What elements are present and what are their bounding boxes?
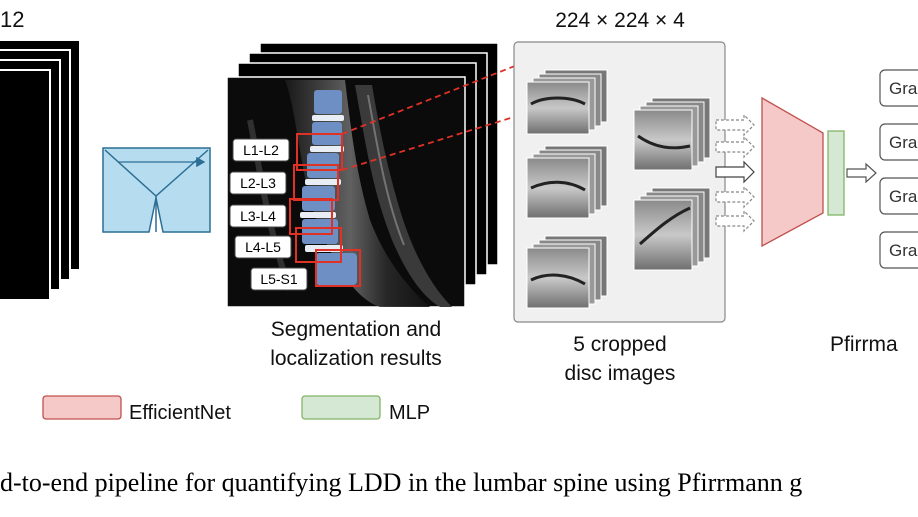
cropped-disc-stack-2: [526, 145, 608, 219]
cropped-caption-line2: disc images: [565, 362, 676, 385]
input-arrows: [715, 113, 755, 233]
mlp-block: [827, 130, 845, 216]
legend-efficientnet-label: EfficientNet: [129, 402, 231, 424]
grade-box: [879, 69, 918, 107]
level-label-l2-l3: L2-L3: [240, 175, 276, 191]
vertebra-mask: [314, 90, 342, 114]
grade-label: Gra: [889, 79, 918, 98]
disc-mask: [305, 179, 341, 185]
input-dims-fragment: 12: [0, 7, 24, 32]
level-label-box: [229, 171, 287, 195]
grade-label: Gra: [889, 133, 918, 152]
disc-mask: [310, 146, 344, 152]
segmentation-network-block: [102, 147, 211, 233]
grade-box: [879, 177, 918, 215]
crop-dims-label: 224 × 224 × 4: [555, 9, 685, 32]
mlp-to-grades-arrow: [846, 162, 877, 184]
level-label-l1-l2: L1-L2: [243, 142, 279, 158]
level-label-l5-s1: L5-S1: [260, 271, 298, 287]
cropped-disc-stack-1: [526, 69, 608, 135]
input-image-stack: [0, 39, 81, 301]
disc-mask: [300, 212, 336, 218]
grade-label: Gra: [889, 241, 918, 260]
input-slice: [0, 69, 51, 301]
bbox-l3-l4: [289, 198, 333, 235]
figure-caption: d-to-end pipeline for quantifying LDD in…: [0, 468, 802, 497]
crop-projection-lines: [341, 59, 531, 171]
level-label-box: [232, 138, 290, 162]
level-label-box: [234, 235, 292, 259]
bbox-l4-l5: [295, 227, 342, 263]
cropped-disc-stack-3: [526, 235, 608, 309]
level-label-l3-l4: L3-L4: [240, 208, 276, 224]
cropped-disc-stack-5: [633, 187, 711, 271]
disc-bounding-boxes: [289, 133, 361, 287]
grade-box: [879, 123, 918, 161]
grade-label: Gra: [889, 187, 918, 206]
level-label-box: [229, 204, 287, 228]
grade-box: [879, 231, 918, 269]
bbox-l5-s1: [315, 249, 361, 287]
pfirrmann-caption-fragment: Pfirrma: [830, 333, 898, 356]
legend: EfficientNet MLP: [42, 395, 430, 424]
efficientnet-block: [761, 96, 824, 248]
level-label-l4-l5: L4-L5: [245, 239, 281, 255]
bbox-l1-l2: [296, 133, 343, 171]
vertebra-mask: [302, 219, 338, 244]
cropped-disc-stack-4: [633, 97, 711, 171]
legend-efficientnet-swatch: [42, 395, 122, 420]
segmentation-caption-line2: localization results: [270, 347, 442, 370]
legend-mlp-swatch: [301, 395, 381, 420]
vertebra-mask: [315, 253, 357, 285]
legend-mlp-label: MLP: [389, 402, 430, 424]
segmentation-caption-line1: Segmentation and: [271, 318, 441, 341]
level-label-box: [250, 267, 308, 291]
grade-outputs: Gra Gra Gra Gra: [879, 69, 918, 269]
cropped-caption-line1: 5 cropped: [573, 333, 666, 356]
disc-mask: [312, 115, 344, 121]
disc-level-labels: L1-L2 L2-L3 L3-L4 L4-L5 L5-S1: [229, 138, 308, 291]
